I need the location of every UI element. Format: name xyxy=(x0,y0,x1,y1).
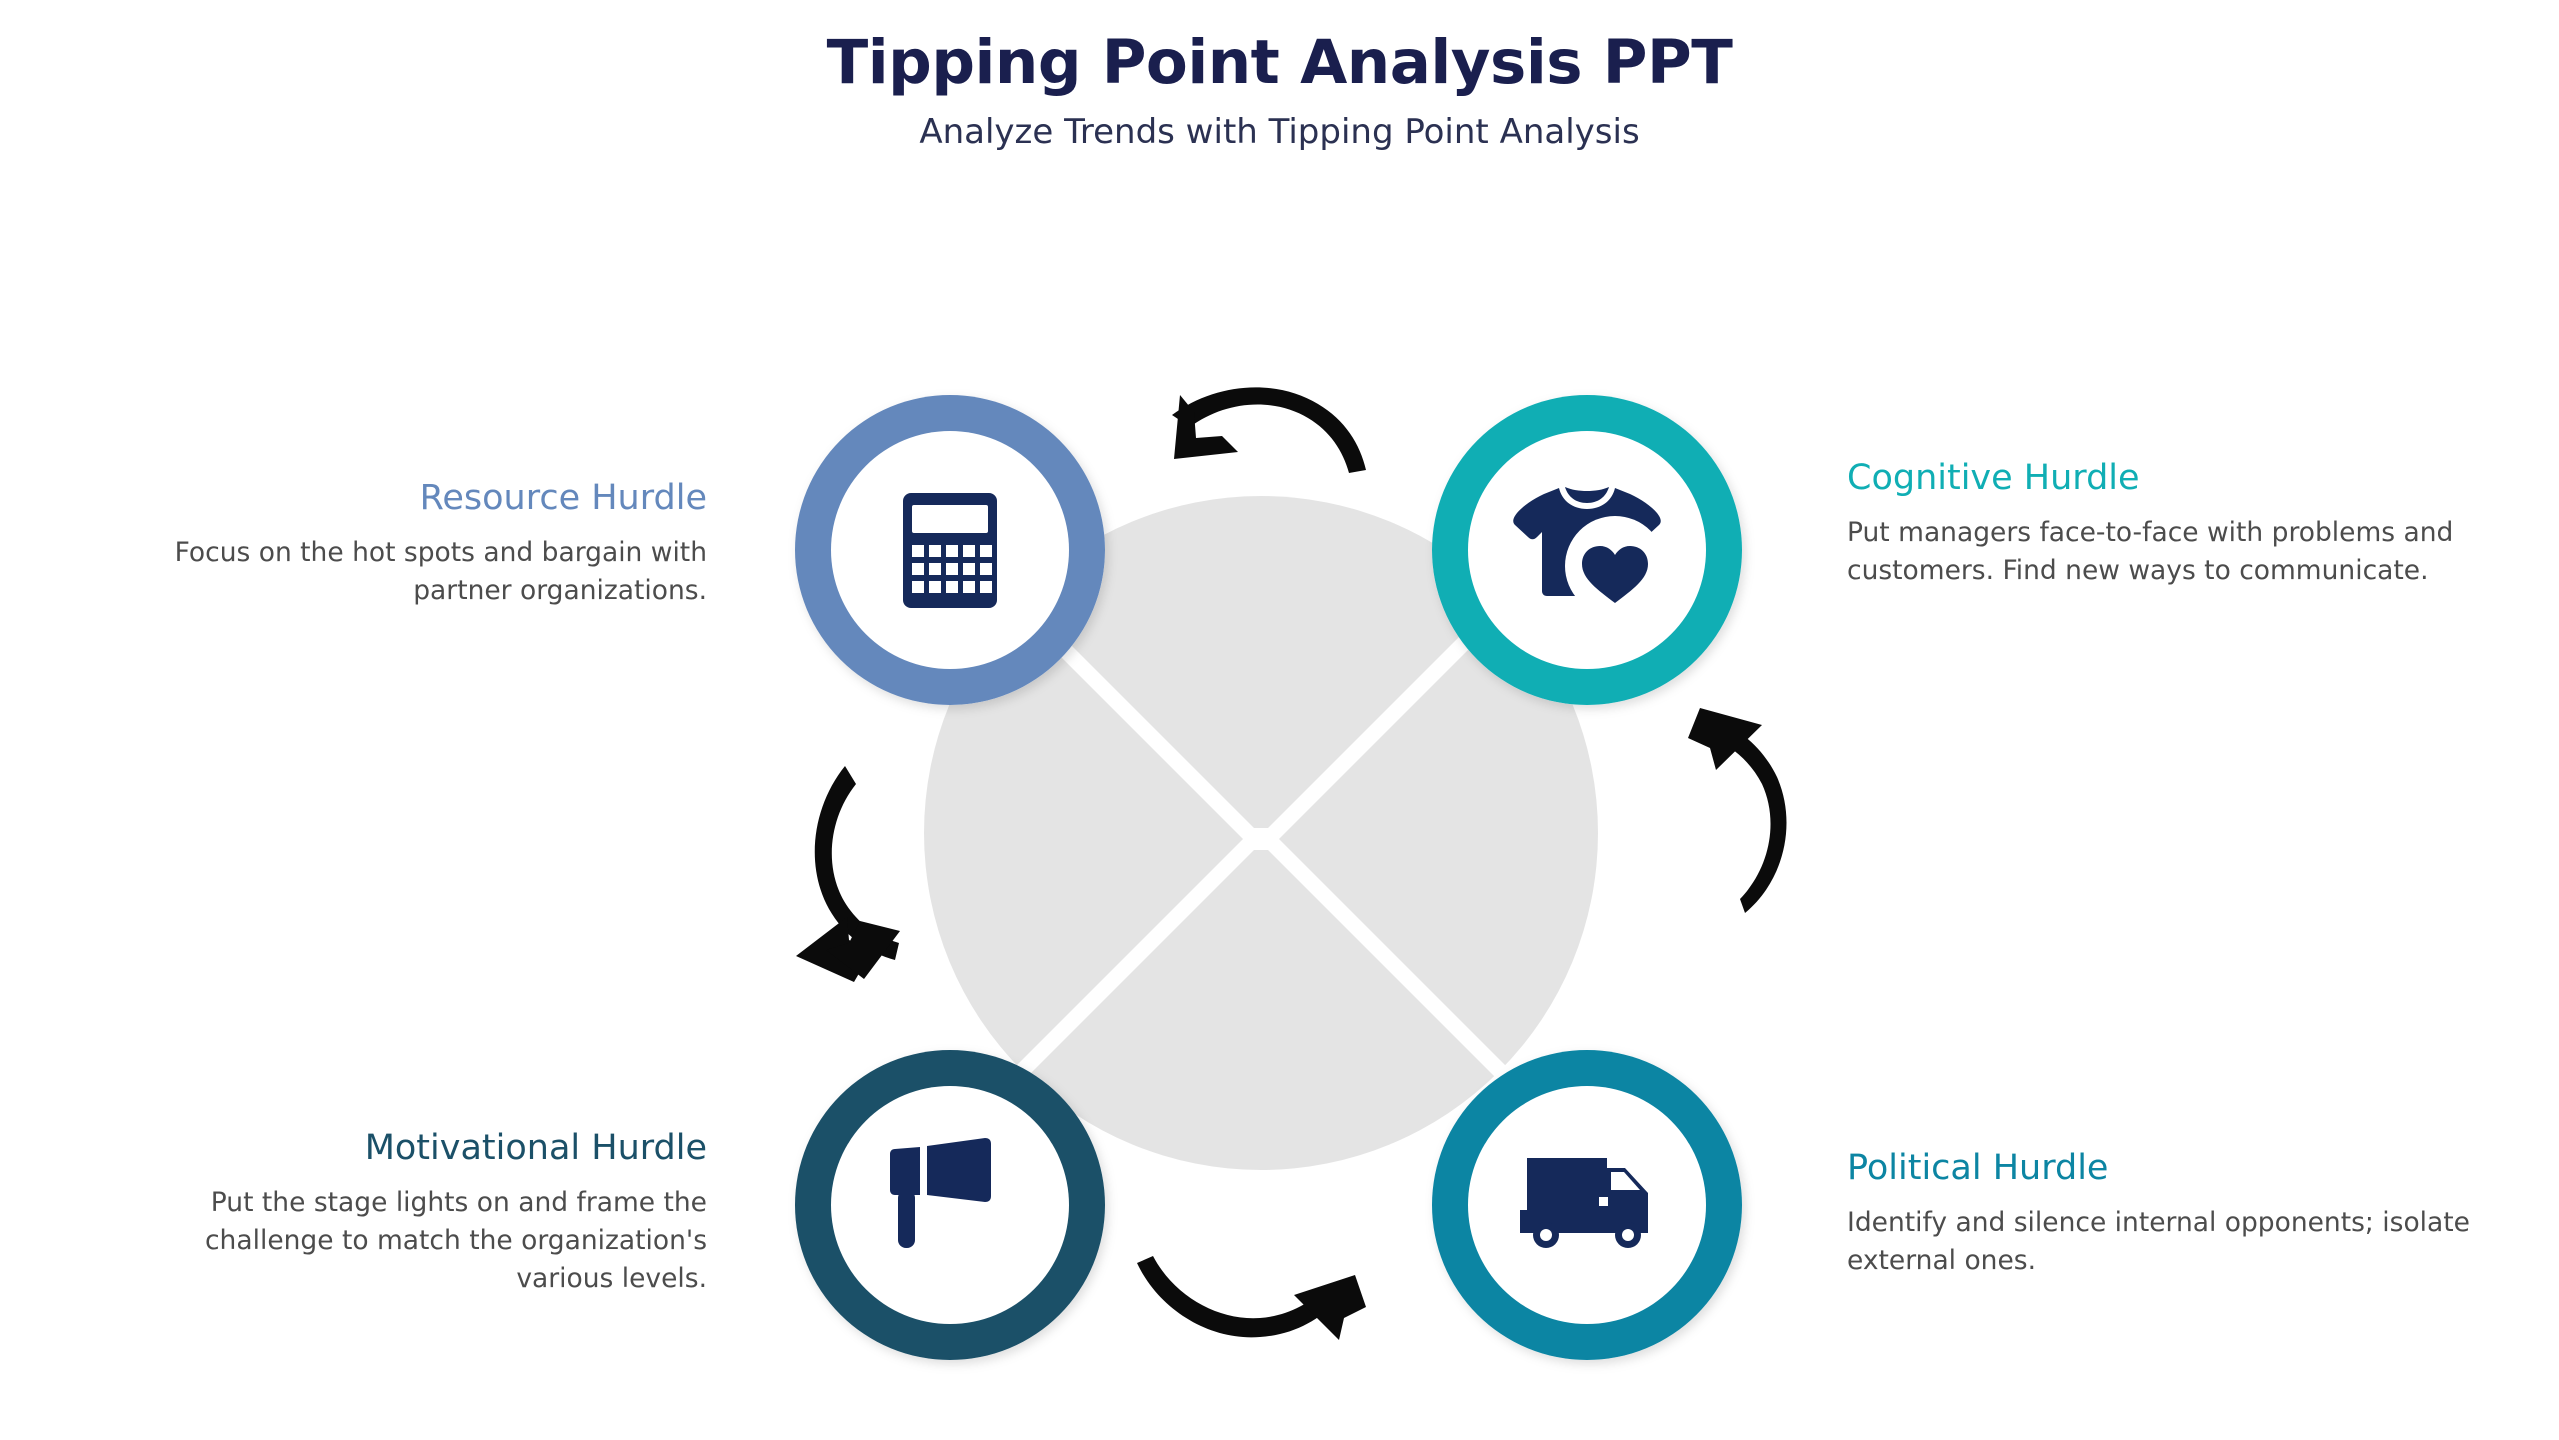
heading-political: Political Hurdle xyxy=(1847,1148,2109,1188)
text-block-political: Political Hurdle Identify and silence in… xyxy=(1847,1148,2487,1280)
body-resource: Focus on the hot spots and bargain with … xyxy=(174,537,707,606)
heading-cognitive: Cognitive Hurdle xyxy=(1847,458,2140,498)
node-political[interactable] xyxy=(1432,1050,1742,1360)
node-resource-inner xyxy=(795,395,1105,705)
arrow-top xyxy=(1172,387,1366,473)
arrow-bottom xyxy=(1137,1256,1366,1340)
body-cognitive: Put managers face-to-face with problems … xyxy=(1847,517,2454,586)
text-block-cognitive: Cognitive Hurdle Put managers face-to-fa… xyxy=(1847,458,2487,590)
node-resource[interactable] xyxy=(795,395,1105,705)
text-block-motivational: Motivational Hurdle Put the stage lights… xyxy=(125,1128,707,1297)
node-political-inner xyxy=(1432,1050,1742,1360)
calculator-icon xyxy=(795,395,1105,705)
text-block-resource: Resource Hurdle Focus on the hot spots a… xyxy=(70,478,707,610)
delivery-van-icon xyxy=(1432,1050,1742,1360)
node-motivational-inner xyxy=(795,1050,1105,1360)
body-motivational: Put the stage lights on and frame the ch… xyxy=(204,1187,707,1294)
tshirt-heart-icon xyxy=(1432,395,1742,705)
heading-resource: Resource Hurdle xyxy=(419,478,707,518)
megaphone-icon xyxy=(795,1050,1105,1360)
node-motivational[interactable] xyxy=(795,1050,1105,1360)
body-political: Identify and silence internal opponents;… xyxy=(1847,1207,2470,1276)
arrow-right xyxy=(1688,708,1787,913)
arrow-left xyxy=(796,766,900,982)
node-cognitive[interactable] xyxy=(1432,395,1742,705)
node-cognitive-inner xyxy=(1432,395,1742,705)
heading-motivational: Motivational Hurdle xyxy=(364,1128,707,1168)
